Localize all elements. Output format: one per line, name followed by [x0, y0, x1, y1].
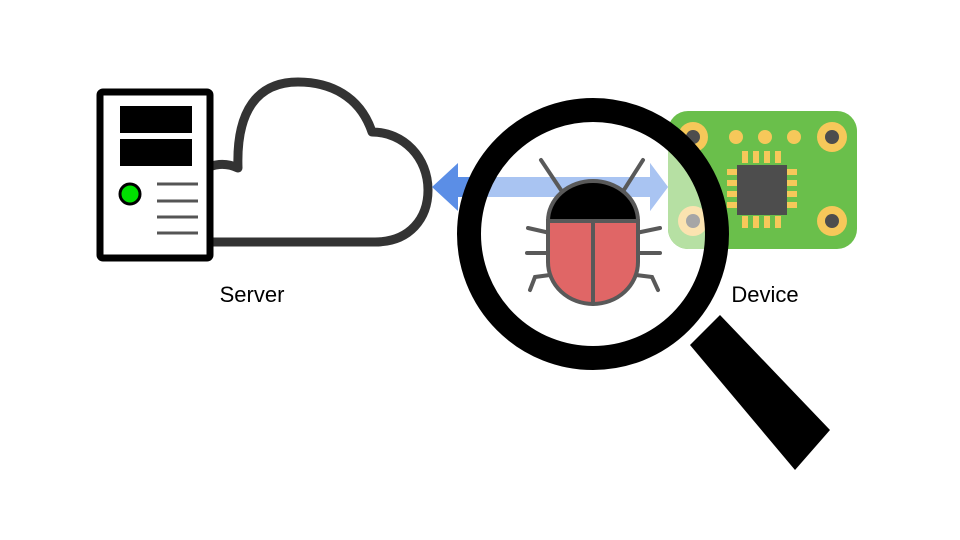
- cloud-icon: [200, 77, 433, 247]
- server-label: Server: [220, 282, 285, 307]
- server-led-icon: [118, 182, 142, 206]
- chip-icon: [737, 165, 787, 215]
- bug-icon: [525, 158, 662, 306]
- server-tower-icon: [96, 88, 214, 262]
- device-label: Device: [731, 282, 798, 307]
